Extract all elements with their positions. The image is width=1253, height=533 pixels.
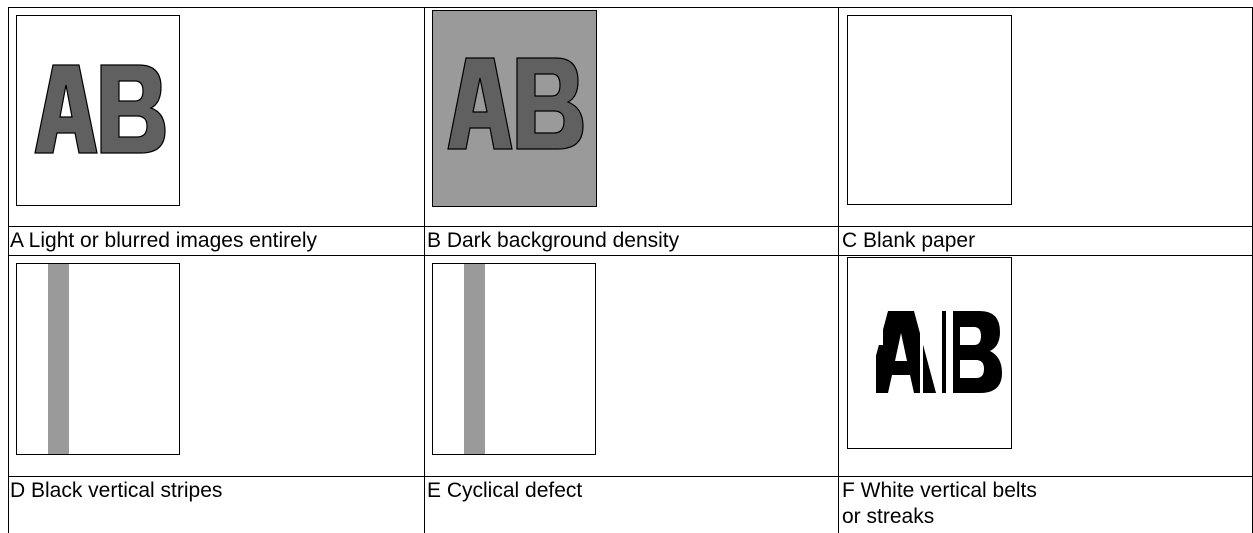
vertical-stripe xyxy=(48,264,69,454)
table-border-left xyxy=(8,7,9,533)
page-thumbnail xyxy=(16,263,180,455)
sample-e-label: E Cyclical defect xyxy=(427,479,583,502)
page-thumbnail xyxy=(847,257,1012,449)
ab-letters-with-white-streaks xyxy=(862,305,1002,400)
sample-c-label: C Blank paper xyxy=(842,229,976,252)
row-divider xyxy=(8,476,1253,477)
sample-a-label: A Light or blurred images entirely xyxy=(10,229,317,252)
sample-b-label: B Dark background density xyxy=(427,229,680,252)
column-divider xyxy=(424,7,425,533)
row-divider xyxy=(8,226,1253,227)
sample-f-label-line-1: F White vertical belts xyxy=(842,479,1037,502)
sample-d-label: D Black vertical stripes xyxy=(10,479,223,502)
table-border-top xyxy=(8,7,1253,8)
blank-page-thumbnail xyxy=(847,15,1012,205)
sample-f-label-line-2: or streaks xyxy=(842,505,935,528)
vertical-stripe xyxy=(464,264,485,454)
column-divider xyxy=(838,7,839,533)
page-thumbnail xyxy=(16,15,180,206)
page-thumbnail xyxy=(432,263,596,455)
ab-letters-dark-background xyxy=(447,57,584,150)
row-divider xyxy=(8,255,1253,256)
ab-letters-light xyxy=(34,64,166,154)
page-thumbnail xyxy=(432,10,597,207)
